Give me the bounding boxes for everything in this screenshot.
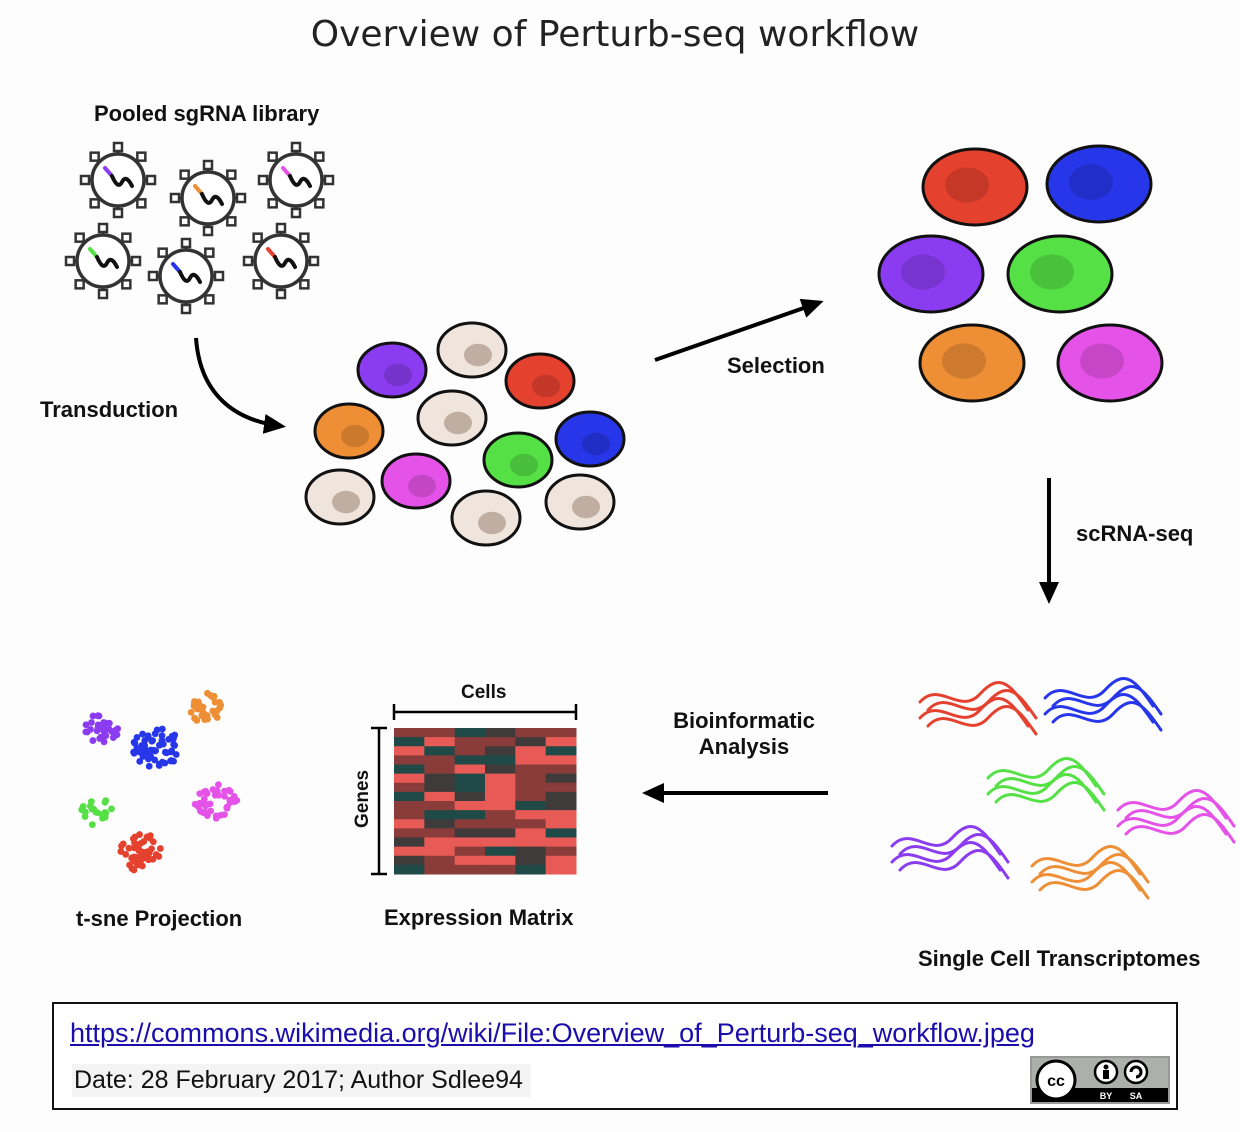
transcript-cluster	[918, 681, 1038, 736]
tsne-cluster	[130, 725, 180, 770]
cc-text: cc	[1047, 1073, 1065, 1090]
source-link[interactable]: https://commons.wikimedia.org/wiki/File:…	[70, 1018, 1035, 1048]
transcript-cluster	[1116, 789, 1236, 844]
cell	[554, 410, 626, 468]
transduction-arrow	[194, 337, 286, 434]
cell	[313, 402, 385, 460]
workflow-diagram	[64, 141, 1236, 900]
cell	[356, 341, 428, 399]
cell	[1056, 323, 1164, 403]
cell	[877, 234, 985, 314]
transcriptomes-label: Single Cell Transcriptomes	[918, 946, 1201, 971]
transcript-cluster	[890, 825, 1010, 880]
transcript-cluster	[986, 757, 1106, 812]
transcript-cluster	[1043, 677, 1163, 732]
cell	[304, 468, 376, 526]
sgrna-virus-icon	[169, 159, 247, 237]
cell	[482, 431, 554, 489]
sgrna-virus-icon	[64, 222, 142, 300]
tsne-cluster	[78, 797, 115, 829]
bioinformatic-label-line2: Analysis	[698, 734, 790, 759]
cells-axis-label: Cells	[461, 682, 507, 703]
cell	[416, 389, 488, 447]
genes-axis-label: Genes	[352, 769, 373, 828]
sgrna-virus-icon	[79, 141, 157, 219]
by-text: BY	[1100, 1091, 1113, 1101]
expression-matrix	[371, 704, 578, 876]
credit-box: https://commons.wikimedia.org/wiki/File:…	[52, 1002, 1178, 1110]
expression-matrix-label: Expression Matrix	[384, 905, 574, 930]
sgrna-virus-icon	[257, 141, 335, 219]
library-label: Pooled sgRNA library	[94, 101, 320, 126]
tsne-cluster	[117, 831, 164, 874]
cell	[450, 489, 522, 547]
sgrna-virus-icon	[242, 222, 320, 300]
cell	[436, 321, 508, 379]
sa-text: SA	[1130, 1091, 1143, 1101]
scrnaseq-label: scRNA-seq	[1076, 521, 1194, 546]
single-cell-transcriptomes	[890, 677, 1236, 900]
tsne-projection-plot	[78, 689, 241, 874]
transcript-cluster	[1030, 845, 1150, 900]
cell	[1006, 234, 1114, 314]
selected-cell-population	[877, 144, 1164, 403]
figure-title: Overview of Perturb-seq workflow	[310, 14, 920, 55]
tsne-cluster	[82, 712, 122, 746]
date-author: Date: 28 February 2017; Author Sdlee94	[72, 1064, 531, 1097]
bioinformatic-label: Bioinformatic Analysis	[652, 708, 836, 760]
selection-label: Selection	[727, 353, 825, 378]
transduction-label: Transduction	[40, 397, 179, 422]
tsne-cluster	[191, 781, 241, 822]
transduced-cell-population	[304, 321, 626, 547]
cell	[504, 352, 576, 410]
tsne-cluster	[187, 689, 225, 724]
bioinformatic-label-line1: Bioinformatic	[673, 708, 815, 733]
cc-by-sa-icon: cc BY SA	[1030, 1056, 1170, 1104]
cell	[918, 323, 1026, 403]
cell	[921, 147, 1029, 227]
tsne-label: t-sne Projection	[76, 906, 243, 931]
cell	[1045, 144, 1153, 224]
selection-arrow	[654, 298, 824, 362]
sgrna-virus-icon	[147, 237, 225, 315]
sgrna-virus-library	[64, 141, 335, 315]
cell	[544, 473, 616, 531]
cell	[380, 452, 452, 510]
sa-icon	[1123, 1059, 1149, 1085]
